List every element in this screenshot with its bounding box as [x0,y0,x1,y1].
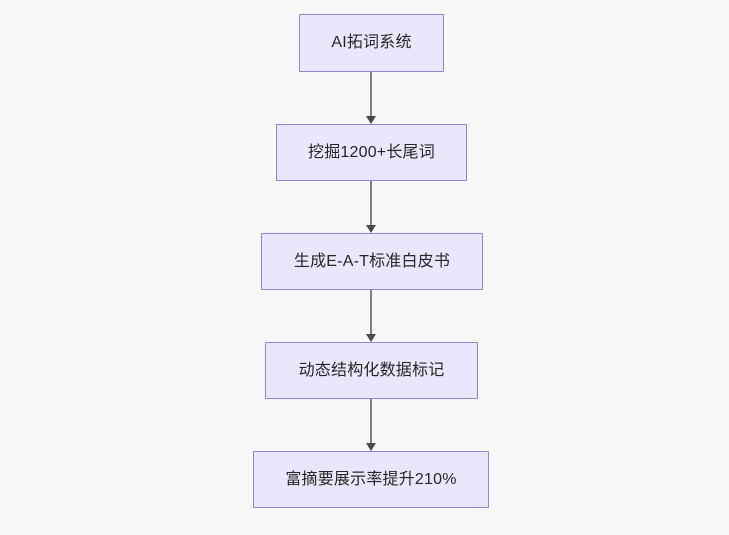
edge-line [370,181,372,225]
flow-node-label: 富摘要展示率提升210% [285,470,457,488]
arrowhead-icon [366,116,376,124]
flow-node-label: 动态结构化数据标记 [298,361,445,379]
arrowhead-icon [366,334,376,342]
flow-node-rich-snippet-impression-lift[interactable]: 富摘要展示率提升210% [253,451,489,508]
arrowhead-icon [366,225,376,233]
flow-node-ai-keyword-system[interactable]: AI拓词系统 [299,14,444,72]
edge-line [370,290,372,334]
arrowhead-icon [366,443,376,451]
flow-node-label: 生成E-A-T标准白皮书 [293,252,451,270]
flow-node-generate-eat-whitepaper[interactable]: 生成E-A-T标准白皮书 [261,233,483,290]
flow-node-mine-longtail-keywords[interactable]: 挖掘1200+长尾词 [276,124,467,181]
flow-node-label: 挖掘1200+长尾词 [308,143,435,161]
edge-line [370,72,372,116]
flow-node-label: AI拓词系统 [331,34,412,51]
edge-line [370,399,372,443]
flow-node-dynamic-structured-data-markup[interactable]: 动态结构化数据标记 [265,342,478,399]
